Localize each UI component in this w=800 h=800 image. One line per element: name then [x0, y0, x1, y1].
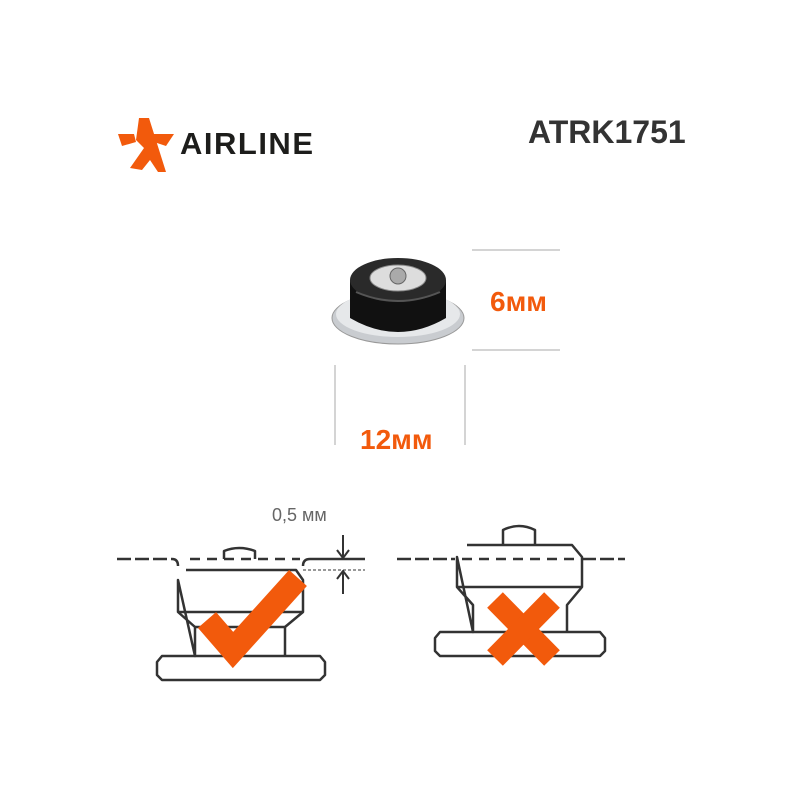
gap-dimension: 0,5 мм — [272, 505, 327, 525]
height-dimension: 6мм — [490, 286, 547, 317]
incorrect-install-diagram — [397, 524, 625, 658]
brand-name: AIRLINE — [180, 126, 315, 161]
product-photo — [331, 258, 465, 345]
airline-logo-icon — [118, 118, 174, 172]
product-sku: ATRK1751 — [528, 114, 686, 150]
check-icon — [197, 569, 307, 669]
width-dimension: 12мм — [360, 424, 433, 455]
dimension-lines — [334, 249, 560, 445]
cross-icon — [487, 592, 560, 666]
